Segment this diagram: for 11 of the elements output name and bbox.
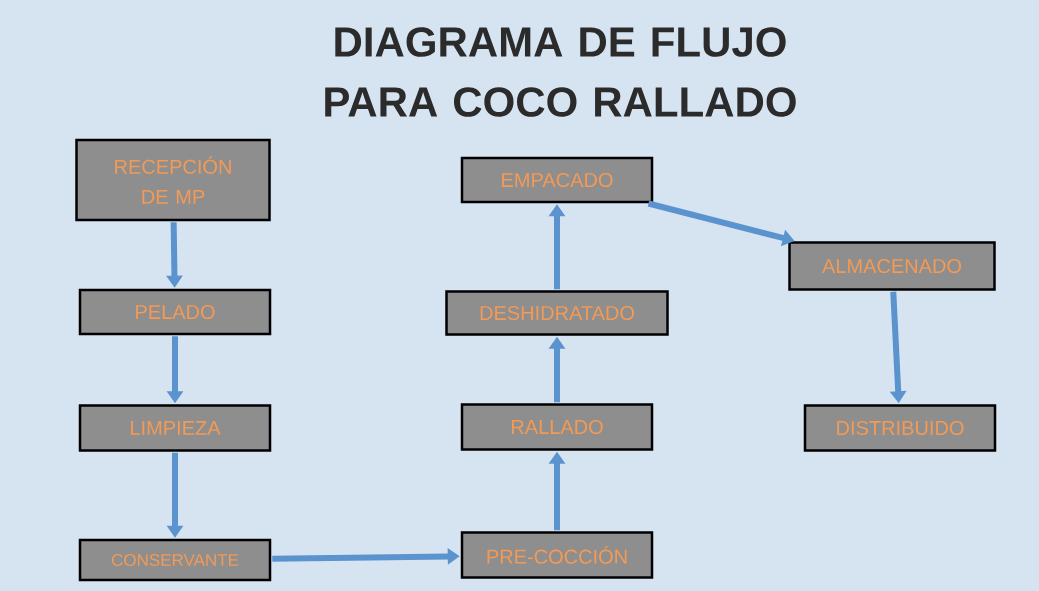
- process-box: PRE-COCCIÓN: [460, 531, 654, 579]
- process-box: ALMACENADO: [788, 241, 996, 291]
- title: DIAGRAMA DE FLUJO PARA COCO RALLADO: [325, 27, 796, 117]
- process-box: RALLADO: [460, 403, 654, 451]
- process-box: RECEPCIÓN DE MP: [75, 138, 271, 222]
- process-box: EMPACADO: [460, 156, 654, 204]
- process-box: DESHIDRATADO: [445, 290, 669, 336]
- process-box: LIMPIEZA: [78, 404, 272, 452]
- process-box: DISTRIBUIDO: [803, 404, 997, 452]
- process-box: PELADO: [78, 288, 272, 336]
- process-box: CONSERVANTE: [78, 538, 272, 582]
